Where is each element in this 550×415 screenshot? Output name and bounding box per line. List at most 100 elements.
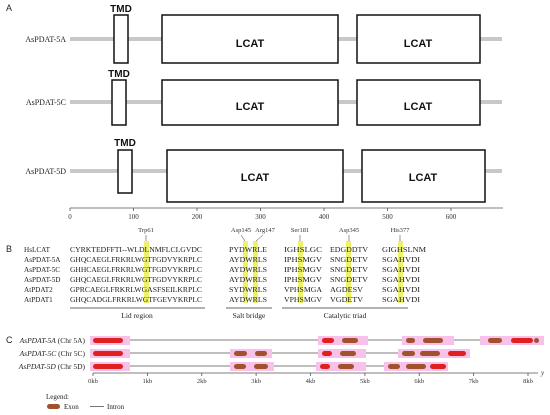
lcat-domain-box [161,14,339,64]
region-label-salt: Salt bridge [233,311,266,320]
gene-label: AsPDAT-5D (Chr 5D) [18,362,86,371]
ruler-tick-label: 400 [319,213,330,221]
ruler-tick-label: 500 [382,213,393,221]
lcat-label: LCAT [404,38,433,50]
sequence-block: AGDESV [330,286,364,294]
tmd-domain-box [113,14,129,64]
highlight-his377 [398,241,403,303]
protein-row-5d: AsPDAT-5D TMD LCAT LCAT [25,138,502,203]
exon [322,351,332,356]
panel-b: B Trp61 Asp145 Arg147 Ser181 Asp345 His3… [6,227,427,320]
tmd-label: TMD [108,69,130,80]
legend-title: Legend: [46,393,69,401]
ruler-tick-label: 0 [68,213,72,221]
sequence-block: SGAHVDI [382,296,421,304]
sequence-block: SYDWRLS [229,286,267,294]
sequence-name: HsLCAT [24,246,51,254]
panel-a: A AsPDAT-5A TMD LCAT LCAT AsPDAT-5C TMD … [6,3,503,221]
protein-row-5a: AsPDAT-5A TMD LCAT LCAT [25,4,502,64]
sequence-block: SGAHVDI [382,256,421,264]
site-pointer [240,234,246,242]
region-label-catalytic: Catalytic triad [324,311,367,320]
ruler-tick-label: 600 [446,213,457,221]
sequence-block: SNGDETV [330,276,369,284]
kb-axis-tick-label: 4kb [306,378,316,385]
protein-name: AsPDAT-5C [26,98,66,107]
sequence-block: VPHSMGA [284,286,323,294]
sequence-block: SNGDETV [330,256,369,264]
gene-chr: (Chr 5C) [58,349,85,358]
gene-label: AsPDAT-5A (Chr 5A) [19,336,86,345]
kb-axis-tick-label: 7kb [469,378,479,385]
panel-b-letter: B [6,244,12,254]
legend-exon-label: Exon [64,403,79,411]
lcat-domain-box [361,149,486,203]
sequence-block: PYDWRLE [229,246,268,254]
sequence-block: EDGDDTV [330,246,369,254]
sequence-block: IGHSLGC [284,246,322,254]
site-label-asp145: Asp145 [231,227,251,234]
lcat-label: LCAT [404,101,433,113]
highlight-asp345 [346,241,351,303]
site-label-his377: His377 [391,227,411,234]
exon [511,338,533,343]
exon [534,338,539,343]
exon [402,351,415,356]
kb-axis-tick-label: 8kb [523,378,533,385]
kb-axis-tick-label: 2kb [197,378,207,385]
exon [320,364,330,369]
sequence-block: AYDWRLS [229,266,267,274]
exon [406,364,426,369]
alignment-row: AsPDAT-5D GHQCAEGLFRKRLWGTFGDVYKRPLC AYD… [24,276,421,284]
sequence-name: AtPDAT2 [24,286,53,294]
sequence-block: SGAHVDI [382,276,421,284]
exon [254,364,268,369]
legend: Legend: Exon Intron [46,393,125,411]
alignment-row: AsPDAT-5A GHQCAEGLFRKRLWGTFGDVYKRPLC AYD… [24,256,421,264]
gene-label: AsPDAT-5C (Chr 5C) [19,349,86,358]
sequence-block: SGAHVDI [382,286,421,294]
exon [406,338,415,343]
exon [93,338,123,343]
sequence-block: IPHSMGV [284,266,323,274]
gene-name: AsPDAT-5C [19,349,58,358]
panel-a-letter: A [6,3,12,13]
exon [430,364,446,369]
gene-track-5d [90,362,448,371]
sequence-block: IPHSMGV [284,276,323,284]
tmd-domain-box [111,79,127,126]
exon [255,351,267,356]
legend-intron-label: Intron [107,403,125,411]
gene-name: AsPDAT-5A [19,336,57,345]
sequence-block: SGAHVDI [382,266,421,274]
site-pointer [255,234,264,242]
lcat-label: LCAT [409,172,438,184]
tmd-label: TMD [114,138,136,149]
sequence-name: AtPDAT1 [24,296,53,304]
sequence-block: GHQCADGLFRKRLWGTFGEVYKRPLC [70,296,202,304]
legend-exon-swatch [47,404,60,409]
sequence-block: AYDWRLS [229,276,267,284]
protein-row-5c: AsPDAT-5C TMD LCAT LCAT [26,69,502,126]
exon [322,338,334,343]
exon [488,338,502,343]
sequence-name: AsPDAT-5C [24,266,60,274]
sequence-block: GHQCAEGLFRKRLWGTFGDVYKRPLC [70,276,202,284]
gene-name: AsPDAT-5D [18,362,57,371]
sequence-block: CYRKTEDFFTI--WLDLNMFLCLGVDC [70,246,202,254]
alignment-row: AtPDAT1 GHQCADGLFRKRLWGTFGEVYKRPLC AYDWR… [24,296,421,304]
sequence-block: GIGHSLNM [382,246,427,254]
tmd-label: TMD [110,4,132,15]
lcat-label: LCAT [236,101,265,113]
exon [342,338,358,343]
gene-track-5c [90,349,470,358]
exon-highlight [230,349,272,358]
ruler-tick-label: 100 [128,213,139,221]
exon-highlight [230,362,274,371]
kb-axis-tick-label: 5kb [360,378,370,385]
panel-c-letter: C [6,335,13,345]
